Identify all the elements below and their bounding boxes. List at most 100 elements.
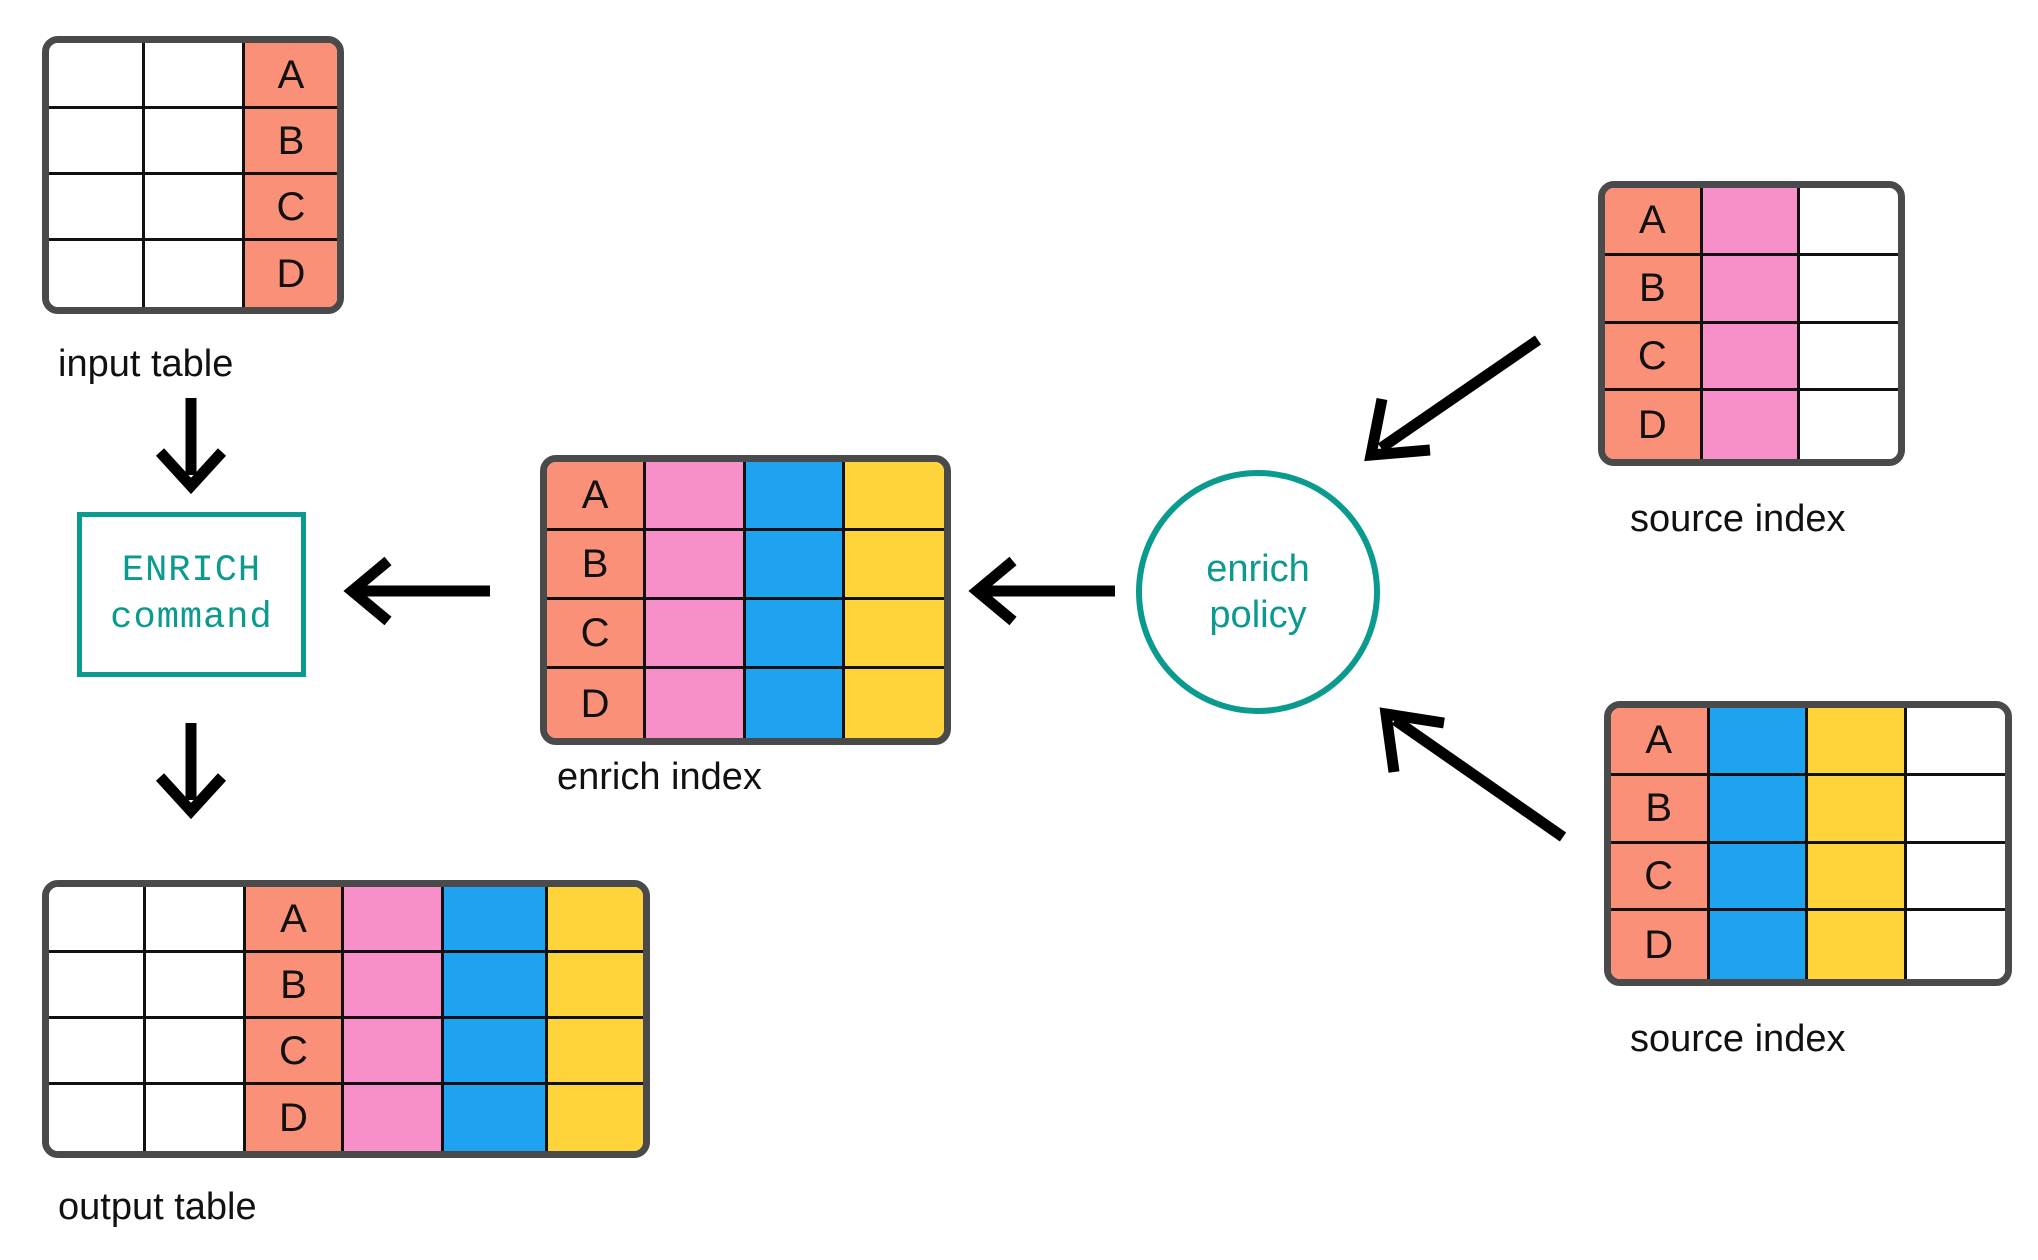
table-cell [1709,843,1808,912]
table-cell [1808,911,1907,979]
input-table-caption: input table [58,343,234,385]
table-cell [844,462,944,531]
table-cell [646,531,746,600]
table-cell [146,1085,246,1151]
enrich-policy-line1: enrich [1206,547,1310,590]
enrich-policy-line2: policy [1209,594,1307,636]
table-cell [49,953,146,1019]
table-cell [1808,775,1907,844]
table-cell [146,953,246,1019]
table-cell [145,175,245,241]
table-cell [844,600,944,669]
arrow-source-index-top-to-policy [1364,335,1542,462]
table-cell: C [1611,843,1710,912]
table-cell [745,669,845,738]
table-cell [1702,255,1801,324]
table-cell [646,600,746,669]
table-cell [1800,391,1898,459]
enrich-policy-circle[interactable]: enrich policy [1136,470,1380,714]
table-cell [145,241,245,307]
table-cell: B [246,953,344,1019]
enrich-command-line1: ENRICH [121,550,262,593]
table-cell [1800,255,1898,324]
table-cell [745,531,845,600]
source-index-bottom-caption: source index [1630,1018,1846,1060]
table-cell [145,109,245,175]
table-cell: D [1611,911,1710,979]
table-cell [1906,708,2005,776]
table-cell [646,669,746,738]
table-cell [49,241,145,307]
table-cell: A [246,887,344,953]
table-cell: C [245,175,337,241]
output-table-caption: output table [58,1186,257,1228]
table-cell: D [246,1085,344,1151]
table-cell [444,1019,548,1085]
enrich-command-line2: command [110,596,273,639]
table-cell [844,531,944,600]
table-cell: A [1611,708,1710,776]
table-cell [745,600,845,669]
table-cell [1906,911,2005,979]
table-cell [1800,323,1898,392]
table-cell [1709,775,1808,844]
table-cell [344,887,444,953]
table-cell [145,43,245,109]
table-cell [146,887,246,953]
table-cell [444,887,548,953]
table-cell [1906,843,2005,912]
table-cell [1800,188,1898,256]
table-cell [1709,708,1808,776]
table-cell: A [245,43,337,109]
table-cell [1808,708,1907,776]
table-cell: A [547,462,647,531]
table-cell [1702,188,1801,256]
table-cell [548,1019,643,1085]
table-cell: D [547,669,647,738]
table-cell: C [547,600,647,669]
table-cell [344,1085,444,1151]
enrich-command-box[interactable]: ENRICH command [77,512,306,677]
arrow-input-to-command [155,398,227,495]
table-cell [444,1085,548,1151]
table-cell [1702,323,1801,392]
table-cell [548,1085,643,1151]
source-index-top-caption: source index [1630,498,1846,540]
table-cell: D [245,241,337,307]
table-cell [49,175,145,241]
table-cell: B [245,109,337,175]
table-cell: C [1605,323,1703,392]
table-cell [844,669,944,738]
table-cell: B [547,531,647,600]
table-cell [344,953,444,1019]
enrich-index-caption: enrich index [557,756,762,798]
table-cell [444,953,548,1019]
table-cell [548,887,643,953]
arrow-source-index-bottom-to-policy [1379,707,1567,842]
table-cell [745,462,845,531]
table-cell [646,462,746,531]
table-cell [548,953,643,1019]
table-cell: C [246,1019,344,1085]
table-cell [1906,775,2005,844]
table-cell: B [1611,775,1710,844]
table-cell [49,109,145,175]
table-cell [49,887,146,953]
arrow-policy-to-enrich-index [968,556,1115,626]
arrow-enrich-index-to-command [343,556,490,626]
table-cell: D [1605,391,1703,459]
table-cell [344,1019,444,1085]
table-cell [1709,911,1808,979]
table-cell: B [1605,255,1703,324]
table-cell [146,1019,246,1085]
table-cell [1702,391,1801,459]
arrow-command-to-output [155,723,227,820]
table-cell [49,1085,146,1151]
table-cell [1808,843,1907,912]
table-cell [49,1019,146,1085]
